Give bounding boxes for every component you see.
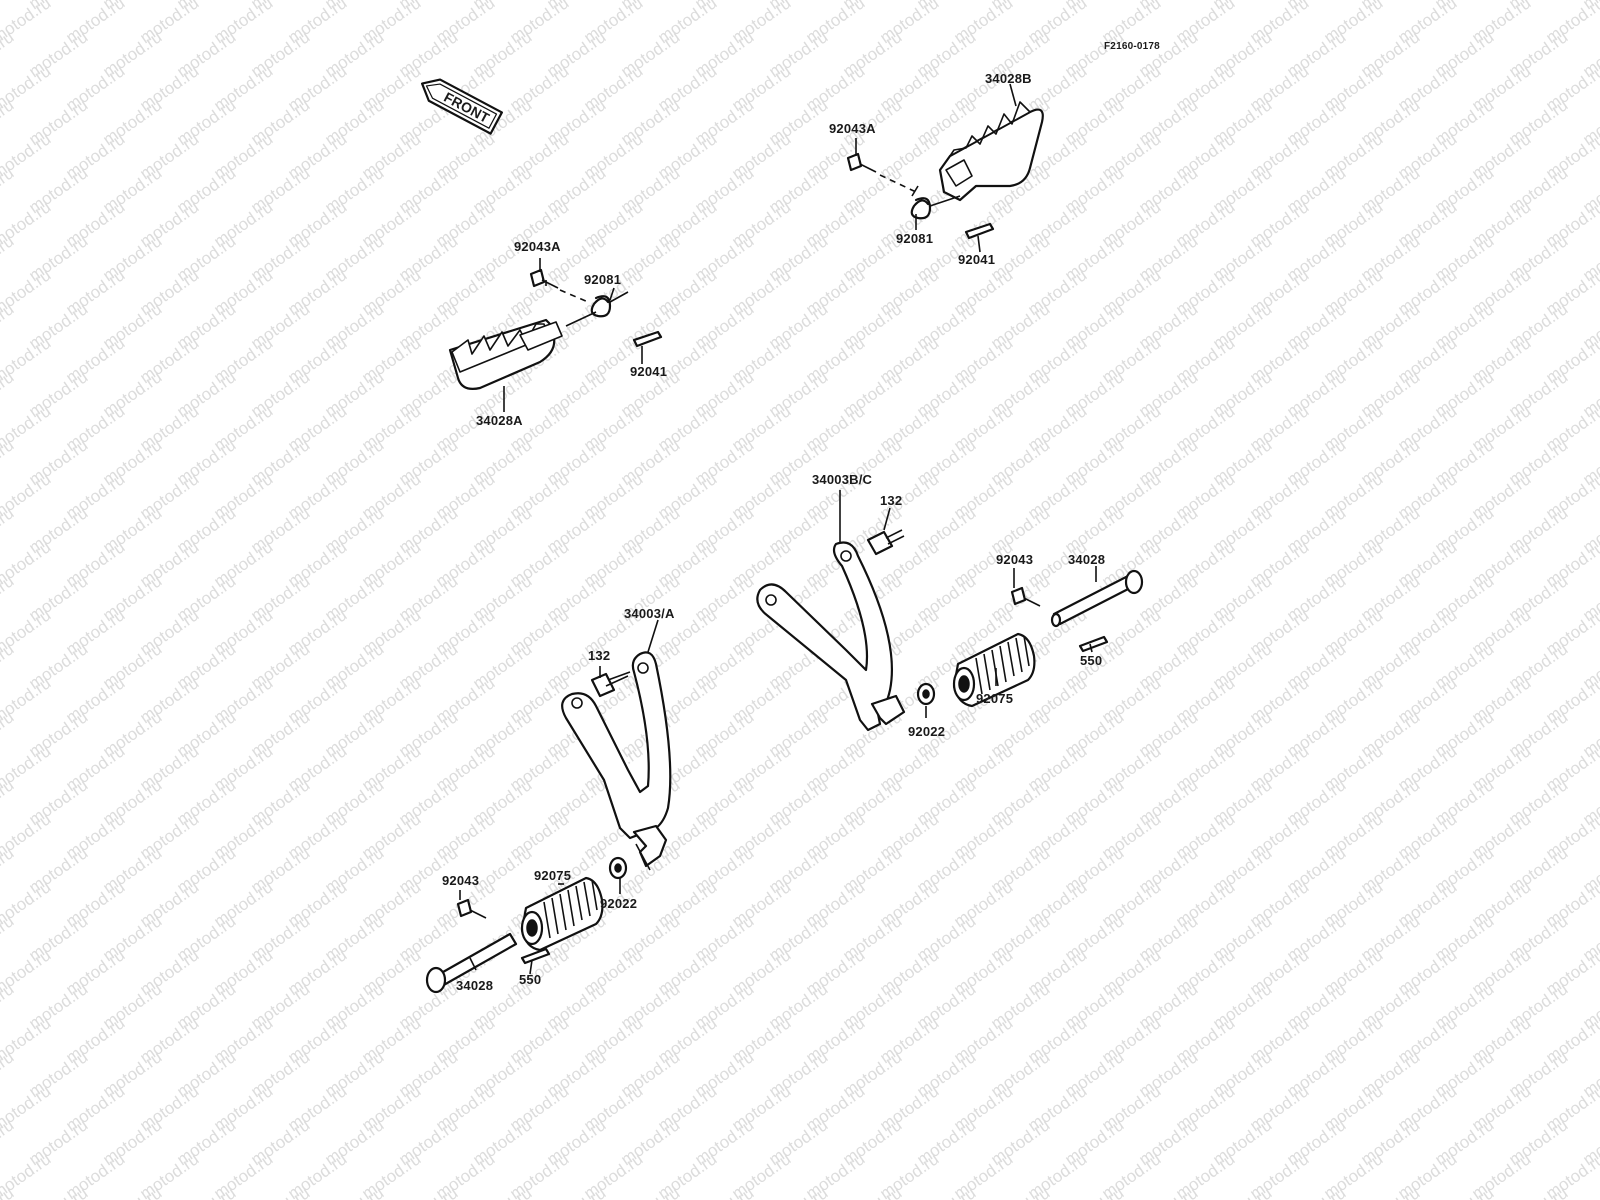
- lower-left-peg-shaft: [425, 932, 518, 994]
- watermark-text: motod.ru: [1505, 1183, 1571, 1200]
- label-upper-right-bolt: 92043A: [829, 121, 876, 136]
- label-upper-right-pin: 92041: [958, 252, 995, 267]
- label-upper-left-spring: 92081: [584, 272, 621, 287]
- watermark-text: motod.ru: [617, 1183, 683, 1200]
- label-upper-left-bolt: 92043A: [514, 239, 561, 254]
- watermark-text: motod.ru: [173, 1183, 239, 1200]
- upper-right-spring: [910, 185, 961, 220]
- lower-left-washer: [608, 856, 628, 880]
- lower-left-pin-bolt: [456, 898, 487, 919]
- watermark-text: motod.ru: [395, 1183, 461, 1200]
- label-lower-right-bracket: 34003B/C: [812, 472, 873, 487]
- watermark-text: motod.ru: [99, 1183, 165, 1200]
- lower-right-bracket: [756, 541, 906, 732]
- watermark-text: motod.ru: [1579, 1183, 1600, 1200]
- watermark-text: motod.ru: [543, 1183, 609, 1200]
- label-lower-left-pin-bolt: 92043: [442, 873, 479, 888]
- upper-left-pin: [632, 330, 663, 348]
- lower-left-bracket: [561, 651, 672, 871]
- upper-right-footpeg: [938, 101, 1044, 202]
- label-lower-left-peg-shaft: 34028: [456, 978, 493, 993]
- watermark-text: motod.ru: [987, 1183, 1053, 1200]
- lower-right-bracket-bolt: [866, 529, 905, 556]
- label-lower-right-rubber: 92075: [976, 691, 1013, 706]
- watermark-text: motod.ru: [1283, 1183, 1349, 1200]
- watermark-text: motod.ru: [0, 0, 17, 13]
- watermark-text: motod.ru: [25, 1183, 91, 1200]
- leader-lines: [459, 83, 1097, 975]
- label-lower-right-peg-shaft: 34028: [1068, 552, 1105, 567]
- label-lower-left-bracket: 34003/A: [624, 606, 675, 621]
- upper-right-bolt: [846, 152, 877, 173]
- lower-right-bracket-assembly: [756, 529, 1144, 732]
- label-lower-left-washer: 92022: [600, 896, 637, 911]
- label-lower-left-cotter-pin: 550: [519, 972, 541, 987]
- label-lower-right-washer: 92022: [908, 724, 945, 739]
- label-upper-left-footpeg: 34028A: [476, 413, 523, 428]
- figure-code: F2160-0178: [1104, 41, 1160, 52]
- label-lower-left-bracket-bolt: 132: [588, 648, 610, 663]
- lower-right-cotter-pin: [1078, 635, 1109, 653]
- watermark-text: motod.ru: [691, 1183, 757, 1200]
- lower-left-rubber: [520, 876, 604, 952]
- watermark-text: motod.ru: [1431, 1183, 1497, 1200]
- label-lower-right-bracket-bolt: 132: [880, 493, 902, 508]
- watermark-text: motod.ru: [1061, 1183, 1127, 1200]
- label-lower-right-pin-bolt: 92043: [996, 552, 1033, 567]
- lower-right-washer: [916, 682, 936, 706]
- lower-right-rubber: [952, 632, 1036, 708]
- watermark-text: motod.ru: [765, 1183, 831, 1200]
- watermark-text: motod.ru: [247, 1183, 313, 1200]
- part-labels: 92043A 92081 92041 34028A 34028B 92043A …: [442, 71, 1105, 993]
- label-lower-right-cotter-pin: 550: [1080, 653, 1102, 668]
- upper-left-bolt: [529, 268, 559, 289]
- upper-left-footpeg: [448, 318, 563, 390]
- lower-left-cotter-pin: [520, 947, 551, 965]
- upper-left-footpeg-assembly: [448, 268, 663, 390]
- lower-right-peg-shaft: [1050, 569, 1144, 628]
- upper-right-footpeg-assembly: [846, 101, 1044, 240]
- watermark-text: motod.ru: [839, 1183, 905, 1200]
- watermark-text: motod.ru: [469, 1183, 535, 1200]
- upper-right-pin: [964, 222, 995, 240]
- lower-right-pin-bolt: [1010, 586, 1041, 607]
- watermark-text: motod.ru: [1135, 1183, 1201, 1200]
- label-lower-left-rubber: 92075: [534, 868, 571, 883]
- watermark-text: motod.ru: [1357, 1183, 1423, 1200]
- watermark-text: motod.ru: [1209, 1183, 1275, 1200]
- watermark-text: motod.ru: [913, 1183, 979, 1200]
- label-upper-right-footpeg: 34028B: [985, 71, 1032, 86]
- lower-left-bracket-assembly: [425, 651, 672, 994]
- label-upper-left-pin: 92041: [630, 364, 667, 379]
- label-upper-right-spring: 92081: [896, 231, 933, 246]
- upper-left-spring: [565, 291, 629, 327]
- lower-left-bracket-bolt: [590, 671, 631, 698]
- watermark-text: motod.ru: [321, 1183, 387, 1200]
